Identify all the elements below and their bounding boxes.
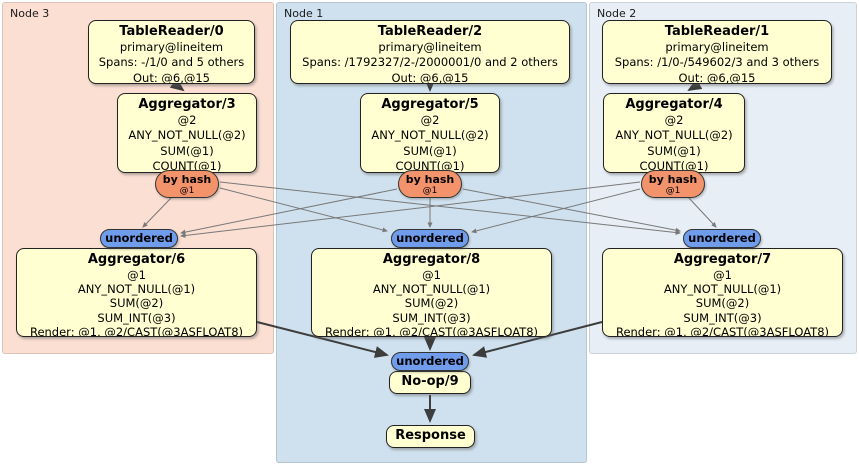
router-label: by hash [648,173,698,186]
router-detail: @1 [422,186,438,196]
detail-line: SUM(@1) [160,143,214,158]
processor-title: TableReader/0 [119,24,224,39]
detail-line: @2 [420,113,440,127]
detail-line: SUM(@2) [404,296,459,311]
detail-line: @2 [177,113,197,127]
detail-line: @2 [664,113,684,127]
processor-response: Response [386,425,475,448]
processor-title: No-op/9 [401,374,459,389]
detail-line: SUM(@1) [403,143,457,158]
detail-line: SUM_INT(@3) [97,310,176,325]
detail-line: ANY_NOT_NULL(@2) [371,128,489,143]
processor-title: Response [395,428,466,443]
by-hash-router-node1: by hash @1 [398,170,462,198]
detail-line: ANY_NOT_NULL(@2) [615,128,733,143]
detail-line: primary@lineitem [119,40,224,54]
node-region-label: Node 2 [597,7,637,20]
processor-title: Aggregator/8 [382,252,481,267]
detail-line: Spans: -/1/0 and 5 others [98,55,245,70]
unordered-sync-final: unordered [391,352,469,371]
detail-line: primary@lineitem [378,40,482,54]
detail-line: ANY_NOT_NULL(@2) [128,128,246,143]
node-region-label: Node 3 [10,7,50,20]
unordered-sync-node1: unordered [391,229,469,248]
detail-line: Render: @1, @2/CAST(@3ASFLOAT8) [324,324,539,337]
detail-line: @1 [422,268,441,282]
detail-line: SUM_INT(@3) [683,310,762,325]
by-hash-router-node2: by hash @1 [641,170,705,198]
detail-line: Render: @1, @2/CAST(@3ASFLOAT8) [29,324,244,337]
unordered-sync-node2: unordered [683,229,761,248]
processor-title: Aggregator/3 [138,97,236,112]
unordered-sync-node3: unordered [100,229,178,248]
detail-line: Out: @6,@15 [391,70,469,84]
detail-line: Spans: /1/0-/549602/3 and 3 others [614,55,820,70]
router-detail: @1 [179,186,195,196]
processor-title: Aggregator/5 [381,97,479,112]
processor-title: Aggregator/7 [673,252,772,267]
detail-line: Out: @6,@15 [678,70,756,84]
processor-title: TableReader/1 [664,24,770,39]
detail-line: SUM(@2) [695,296,750,311]
processor-title: Aggregator/4 [625,97,723,112]
router-label: by hash [405,173,455,186]
detail-line: SUM(@2) [109,296,164,311]
detail-line: ANY_NOT_NULL(@1) [77,282,196,297]
detail-line: SUM(@1) [647,143,701,158]
detail-line: ANY_NOT_NULL(@1) [372,282,491,297]
by-hash-router-node3: by hash @1 [155,170,219,198]
detail-line: Render: @1, @2/CAST(@3ASFLOAT8) [615,324,830,337]
detail-line: @1 [713,268,732,282]
detail-line: COUNT(@1) [152,158,222,173]
router-label: by hash [162,173,212,186]
detail-line: Spans: /1792327/2-/2000001/0 and 2 other… [302,55,558,70]
detail-line: ANY_NOT_NULL(@1) [663,282,782,297]
detail-line: primary@lineitem [665,40,769,54]
node-region-label: Node 1 [284,7,324,20]
router-detail: @1 [665,186,681,196]
detail-line: Out: @6,@15 [133,70,210,84]
detail-line: SUM_INT(@3) [392,310,471,325]
detail-line: COUNT(@1) [639,158,709,173]
processor-noop-9: No-op/9 [389,371,471,394]
processor-title: Aggregator/6 [87,252,186,267]
detail-line: COUNT(@1) [395,158,465,173]
detail-line: @1 [127,268,146,282]
processor-title: TableReader/2 [377,24,483,39]
